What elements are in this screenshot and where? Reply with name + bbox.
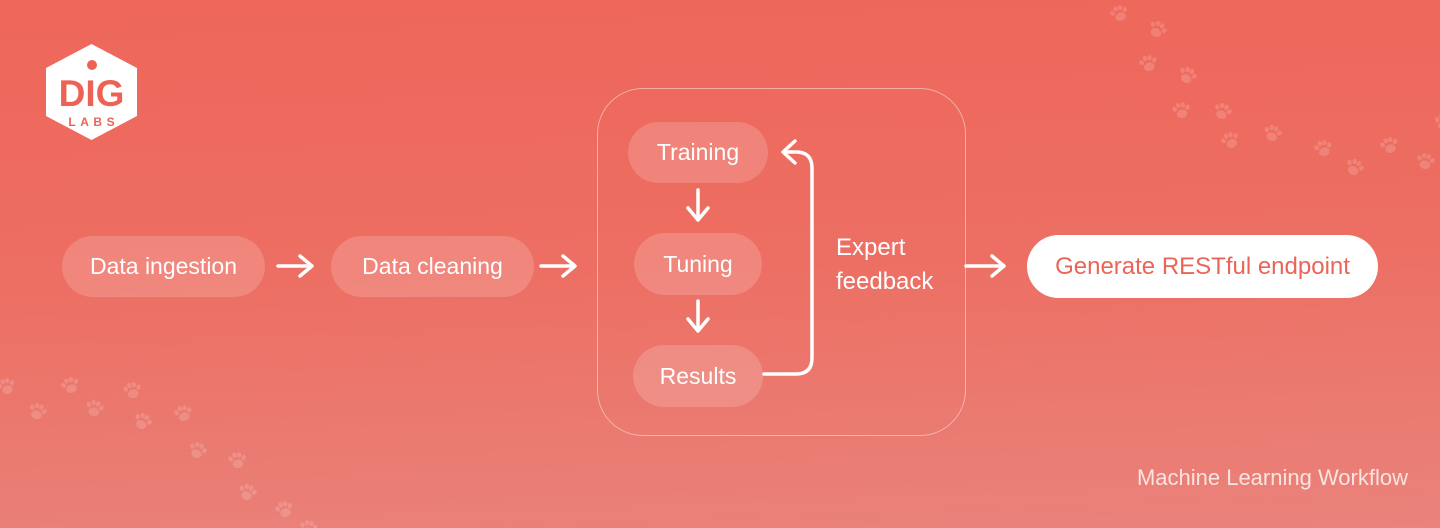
paw-print-icon bbox=[228, 452, 246, 469]
feedback-label: Expert feedback bbox=[836, 234, 934, 295]
step-label: Results bbox=[659, 362, 737, 389]
arrow-right-icon bbox=[964, 254, 1006, 278]
paw-print-icon bbox=[29, 402, 47, 420]
step-results: Results bbox=[633, 345, 763, 407]
paw-print-icon bbox=[123, 382, 141, 399]
dig-labs-logo: DIG LABS bbox=[46, 44, 137, 140]
paw-print-icon bbox=[0, 378, 15, 395]
logo-dot-icon bbox=[87, 60, 97, 70]
step-label: Tuning bbox=[663, 250, 733, 277]
paw-print-icon bbox=[1314, 140, 1332, 157]
arrow-right-icon bbox=[539, 254, 577, 278]
step-data-cleaning: Data cleaning bbox=[331, 236, 534, 297]
generate-endpoint-button[interactable]: Generate RESTful endpoint bbox=[1027, 235, 1378, 298]
paw-print-icon bbox=[1215, 102, 1232, 120]
step-tuning: Tuning bbox=[634, 233, 762, 295]
paw-print-icon bbox=[190, 441, 207, 459]
step-label: Data ingestion bbox=[89, 253, 238, 279]
paw-print-icon bbox=[1347, 158, 1364, 176]
paw-print-icon bbox=[1417, 152, 1435, 170]
caption: Machine Learning Workflow bbox=[1136, 465, 1408, 490]
paw-print-icon bbox=[86, 399, 104, 417]
step-label: Data cleaning bbox=[362, 253, 503, 279]
paw-print-icon bbox=[275, 500, 293, 518]
step-data-ingestion: Data ingestion bbox=[62, 236, 265, 297]
generate-endpoint-label: Generate RESTful endpoint bbox=[1055, 252, 1350, 280]
paw-print-icon bbox=[1139, 55, 1157, 72]
paw-print-icon bbox=[239, 483, 257, 501]
feedback-loop-box bbox=[597, 88, 966, 436]
paw-print-icon bbox=[1380, 136, 1398, 154]
paw-print-icon bbox=[1110, 4, 1128, 22]
step-training: Training bbox=[628, 122, 768, 183]
paw-print-icon bbox=[300, 519, 318, 528]
paw-print-icon bbox=[61, 376, 79, 394]
arrow-right-icon bbox=[276, 254, 314, 278]
paw-print-icon bbox=[1180, 66, 1197, 84]
logo-sub-text: LABS bbox=[68, 115, 120, 129]
paw-print-icon bbox=[1264, 124, 1282, 142]
paw-print-icon bbox=[135, 412, 152, 430]
logo-brand-text: DIG bbox=[58, 73, 125, 114]
paw-print-icon bbox=[1221, 131, 1238, 149]
paw-print-icon bbox=[1172, 102, 1190, 119]
paw-print-icon bbox=[174, 405, 192, 422]
paw-print-icon bbox=[1150, 20, 1167, 37]
step-label: Training bbox=[656, 139, 740, 165]
paw-print-icon bbox=[1434, 114, 1440, 131]
